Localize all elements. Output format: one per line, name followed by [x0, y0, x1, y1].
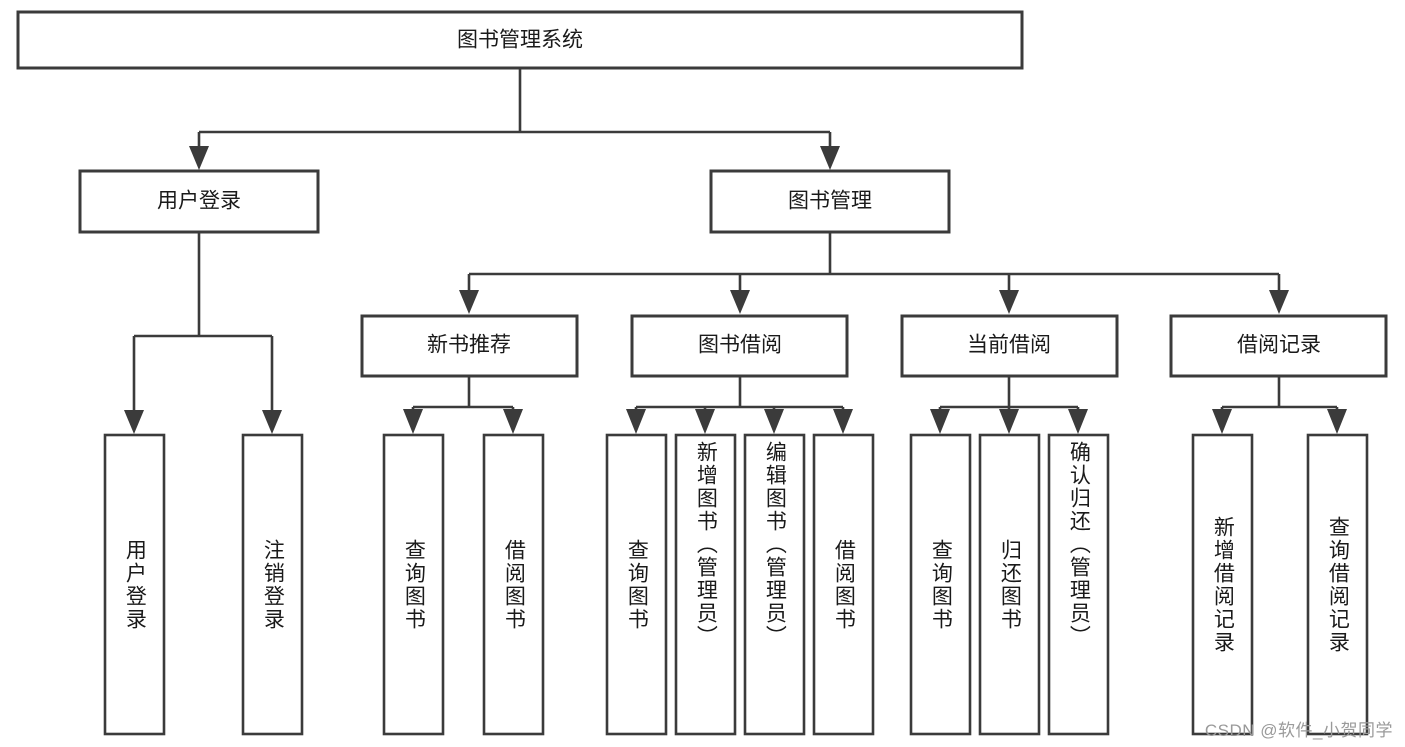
node-root-label: 图书管理系统 — [457, 29, 583, 52]
arrow-head-leaf-return-book — [999, 409, 1019, 434]
arrow-head-leaf-query-book-2 — [626, 409, 646, 434]
node-leaf-logout-login-box[interactable] — [241, 433, 304, 736]
arrow-head-leaf-add-book — [695, 409, 715, 434]
node-leaf-edit-book-box[interactable] — [743, 433, 806, 736]
arrow-head-leaf-query-book-3 — [930, 409, 950, 434]
arrow-head-book-management — [820, 146, 840, 170]
arrow-head-leaf-add-record — [1212, 409, 1232, 434]
arrow-head-new-book-recommend — [459, 290, 479, 314]
node-leaf-add-book-box[interactable] — [674, 433, 737, 736]
node-leaf-query-book-3-box[interactable] — [909, 433, 972, 736]
node-current-borrow-box[interactable] — [900, 314, 1119, 378]
node-user-login-box[interactable] — [78, 169, 320, 234]
node-new-book-recommend-label: 新书推荐 — [427, 334, 511, 357]
arrow-head-user-login — [189, 146, 209, 170]
node-leaf-return-book-box[interactable] — [978, 433, 1041, 736]
connector-layer — [124, 69, 1347, 434]
node-root-box[interactable] — [16, 10, 1024, 70]
arrow-head-leaf-logout-login — [262, 410, 282, 434]
node-new-book-recommend-box[interactable] — [360, 314, 579, 378]
node-leaf-add-record-box[interactable] — [1191, 433, 1254, 736]
node-borrow-record-label: 借阅记录 — [1237, 334, 1321, 357]
node-leaf-borrow-book-1-box[interactable] — [482, 433, 545, 736]
arrow-head-borrow-record — [1269, 290, 1289, 314]
node-borrow-record-box[interactable] — [1169, 314, 1388, 378]
node-layer: 图书管理系统 用户登录 图书管理 新书推荐 图书借阅 当前借阅 借阅记录 — [16, 10, 1388, 736]
node-leaf-query-record-box[interactable] — [1306, 433, 1369, 736]
arrow-head-leaf-query-record — [1327, 409, 1347, 434]
node-book-borrow-label: 图书借阅 — [698, 334, 782, 357]
node-leaf-query-book-2-box[interactable] — [605, 433, 668, 736]
node-user-login-label: 用户登录 — [157, 190, 241, 213]
node-book-management-label: 图书管理 — [788, 190, 872, 213]
arrow-head-leaf-query-book-1 — [403, 409, 423, 434]
node-book-management-box[interactable] — [709, 169, 951, 234]
node-current-borrow-label: 当前借阅 — [967, 334, 1051, 357]
arrow-head-book-borrow — [730, 290, 750, 314]
node-leaf-borrow-book-2-box[interactable] — [812, 433, 875, 736]
arrow-head-leaf-edit-book — [764, 409, 784, 434]
arrow-head-current-borrow — [999, 290, 1019, 314]
node-leaf-query-book-1-box[interactable] — [382, 433, 445, 736]
node-leaf-confirm-return-box[interactable] — [1047, 433, 1110, 736]
arrow-head-leaf-confirm-return — [1068, 409, 1088, 434]
arrow-head-leaf-borrow-book-1 — [503, 409, 523, 434]
arrow-head-leaf-user-login — [124, 410, 144, 434]
node-book-borrow-box[interactable] — [630, 314, 849, 378]
arrow-head-leaf-borrow-book-2 — [833, 409, 853, 434]
node-leaf-user-login-box[interactable] — [103, 433, 166, 736]
csdn-watermark: CSDN @软件_小贺同学 — [1204, 721, 1393, 740]
